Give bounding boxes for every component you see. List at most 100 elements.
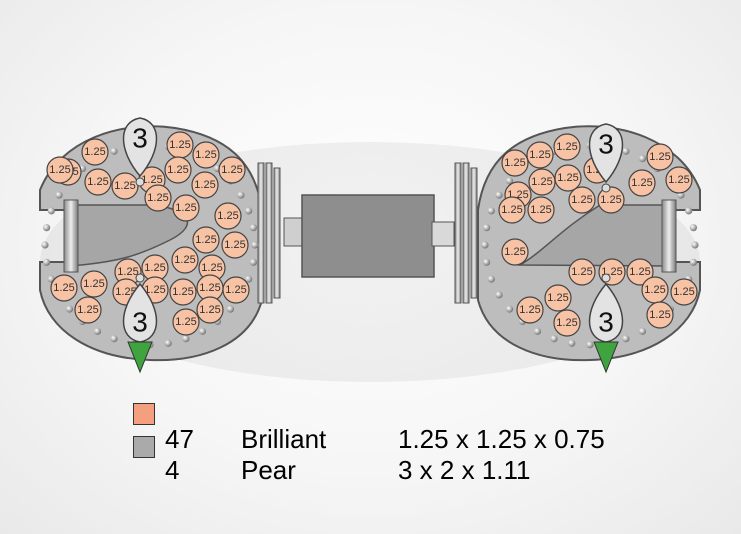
brilliant-size-label: 1.25 [556,317,577,329]
metal-bead [689,258,698,266]
brilliant-stone: 1.25 [196,296,224,324]
brilliant-circle [526,141,554,169]
brilliant-size-label: 1.25 [571,194,592,206]
brilliant-stone: 1.25 [80,270,108,298]
brilliant-circle [80,270,108,298]
left-buckle-bar [63,199,79,273]
metal-bead [249,258,258,266]
metal-bead [482,258,491,266]
brilliant-circle [191,171,219,199]
metal-bead [568,339,576,347]
clasp-left-tab [283,217,305,247]
brilliant-size-label: 1.25 [629,266,650,278]
brilliant-circle [553,133,581,161]
brilliant-size-label: 1.25 [199,282,220,294]
metal-bead [481,241,489,249]
brilliant-stone: 1.25 [198,254,226,282]
brilliant-stone: 1.25 [526,141,554,169]
metal-bead [622,335,630,343]
brilliant-stone: 1.25 [665,166,693,194]
brilliant-size-label: 1.25 [668,174,689,186]
brilliant-size-label: 1.25 [649,151,670,163]
brilliant-size-label: 1.25 [83,278,104,290]
pear-size-label: 3 [598,307,614,338]
brilliant-size-label: 1.25 [175,316,196,328]
brilliant-size-label: 1.25 [557,172,578,184]
brilliant-size-label: 1.25 [221,164,242,176]
brilliant-size-label: 1.25 [147,192,168,204]
brilliant-circle [171,246,199,274]
brilliant-circle [597,186,625,214]
metal-bead [533,327,542,335]
metal-bead [245,207,253,215]
metal-bead [47,207,55,215]
brilliant-size-label: 1.25 [117,266,138,278]
brilliant-size-label: 1.25 [114,180,135,192]
metal-bead [691,241,699,249]
brilliant-count: 47 [165,424,194,454]
pear-swatch [133,436,155,458]
brilliant-stone: 1.25 [164,156,192,184]
brilliant-stone: 1.25 [646,301,674,329]
brilliant-circle [74,296,102,324]
brilliant-stone: 1.25 [554,164,582,192]
brilliant-stone: 1.25 [553,133,581,161]
brilliant-size-label: 1.25 [531,176,552,188]
brilliant-circle [192,226,220,254]
brilliant-size-label: 1.25 [144,262,165,274]
metal-bead [495,191,503,199]
brilliant-stone: 1.25 [641,276,669,304]
brilliant-size-label: 1.25 [217,210,238,222]
brilliant-circle [169,278,197,306]
pear-stone: 3 [588,123,624,193]
metal-bead [55,191,63,199]
green-accent [593,341,619,374]
left-rail-1 [257,162,265,304]
brilliant-circle [544,284,572,312]
brilliant-size-label: 1.25 [501,204,522,216]
brilliant-stone: 1.25 [646,143,674,171]
metal-bead [251,241,259,249]
brilliant-stone: 1.25 [214,202,242,230]
brilliant-size-label: 1.25 [644,284,665,296]
pear-tip-bead [135,273,145,283]
metal-bead [182,335,190,343]
metal-bead [638,155,647,163]
pear-shape: Pear [241,455,296,485]
pear-outline [122,117,158,178]
brilliant-size-label: 1.25 [571,266,592,278]
brilliant-size-label: 1.25 [600,194,621,206]
brilliant-circle [554,164,582,192]
brilliant-stone: 1.25 [670,278,698,306]
brilliant-size-label: 1.25 [194,179,215,191]
clasp [283,194,455,278]
metal-bead [487,275,495,283]
brilliant-circle [516,296,544,324]
brilliant-stone: 1.25 [144,184,172,212]
brilliant-stone: 1.25 [626,258,654,286]
right-buckle-opening [517,204,671,267]
brilliant-stone: 1.25 [141,254,169,282]
brilliant-circle [528,168,556,196]
brilliant-size-label: 1.25 [519,304,540,316]
brilliant-stone: 1.25 [50,274,78,302]
pear-size-label: 3 [132,307,148,338]
metal-bead [622,147,630,155]
brilliant-circle [501,238,529,266]
brilliant-size-label: 1.25 [172,286,193,298]
brilliant-size-label: 1.25 [530,204,551,216]
brilliant-stone: 1.25 [527,196,555,224]
metal-bead [487,207,495,215]
brilliant-circle [221,231,249,259]
brilliant-size-label: 1.25 [141,174,162,186]
brilliant-stone: 1.25 [218,156,246,184]
brilliant-circle [646,301,674,329]
brilliant-circle [214,202,242,230]
brilliant-stone: 1.25 [111,172,139,200]
brilliant-circle [46,156,74,184]
brilliant-size-label: 1.25 [195,234,216,246]
brilliant-circle [628,169,656,197]
right-rail-2 [462,162,470,304]
brilliant-circle [50,274,78,302]
